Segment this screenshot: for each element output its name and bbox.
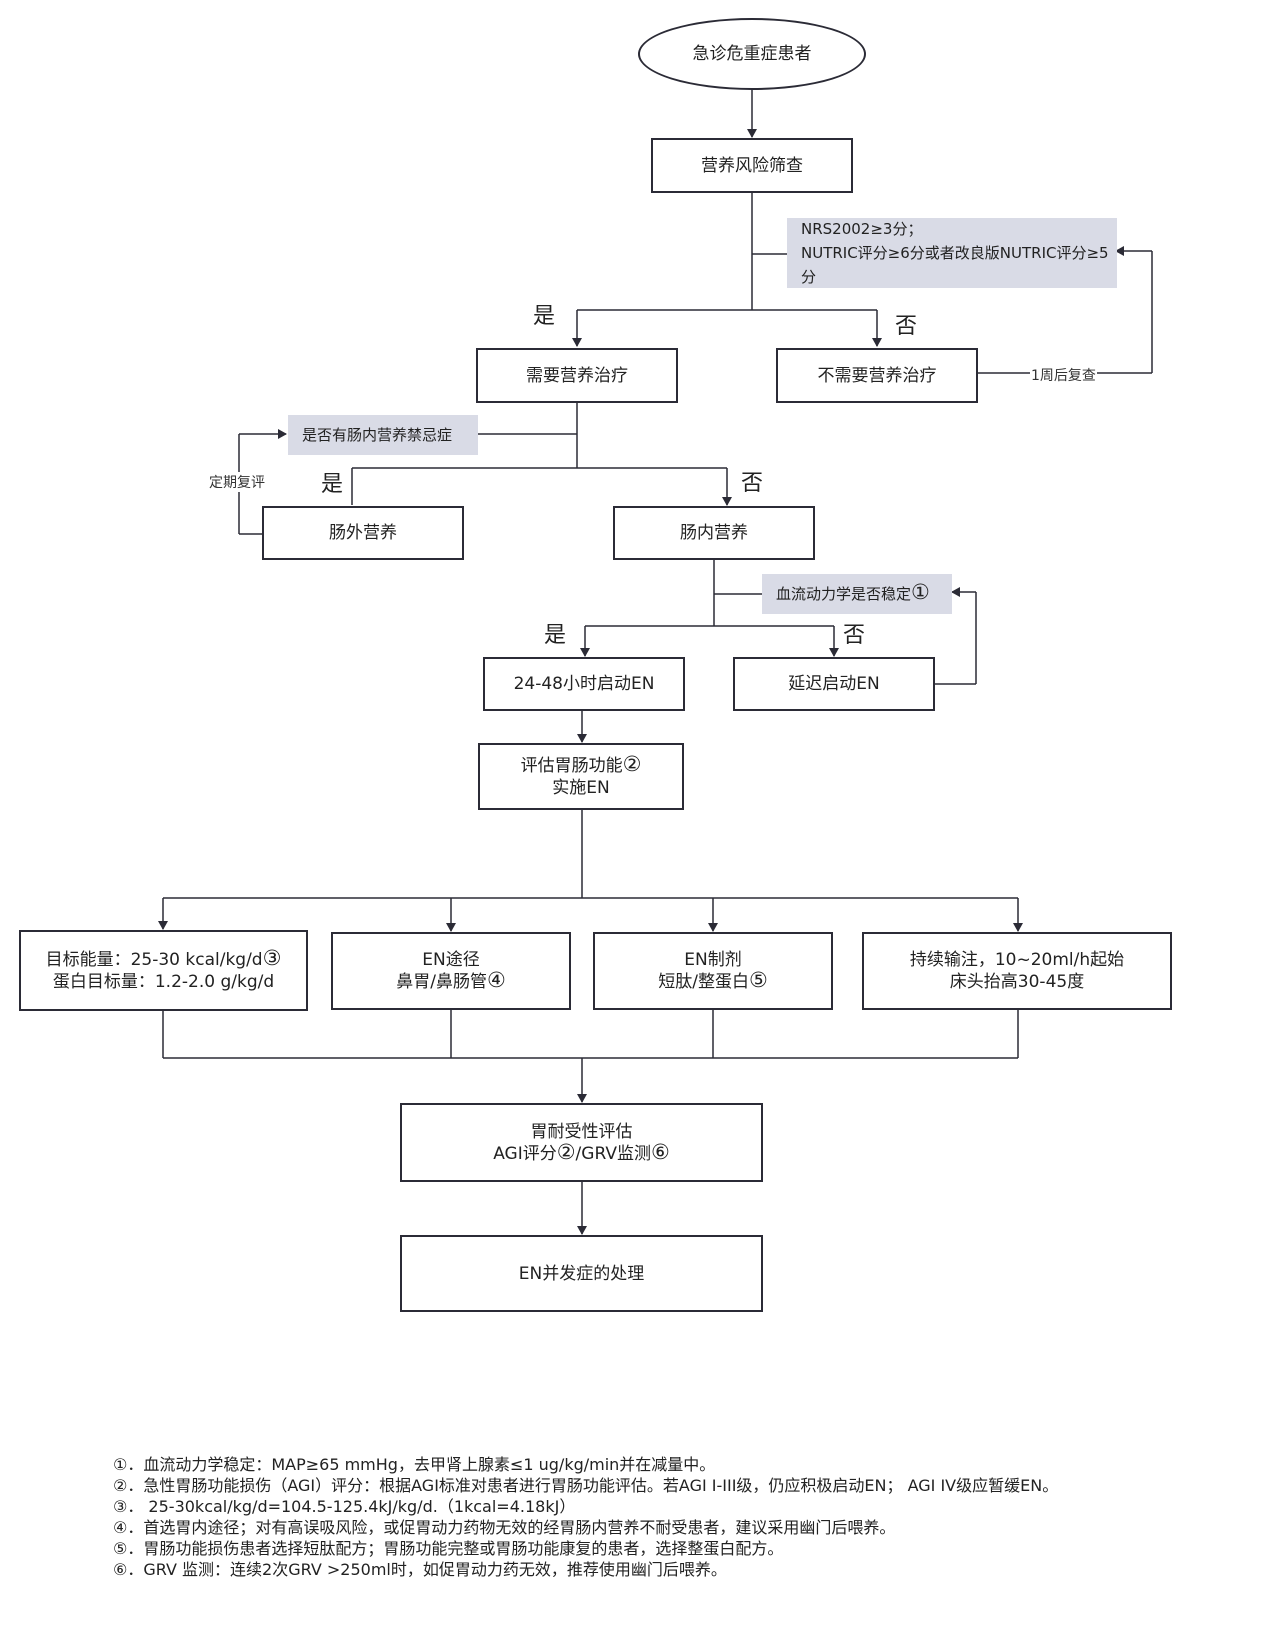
no-label-2: 否 [741, 471, 764, 496]
enteral-label: 肠内营养 [680, 523, 748, 543]
parenteral-node: 肠外营养 [262, 506, 464, 560]
en-route-text: 鼻胃/鼻肠管 [396, 972, 487, 992]
start-en-label: 24-48小时启动EN [513, 674, 655, 694]
tolerance-node: 胃耐受性评估 AGI评分②/GRV监测⑥ [400, 1103, 763, 1182]
note-ref-4-icon: ④ [486, 968, 506, 992]
yes-label-3: 是 [544, 623, 567, 648]
assess-gi-node: 评估胃肠功能② 实施EN [478, 743, 684, 810]
en-route-line1: EN途径 [422, 950, 480, 970]
en-formula-text: 短肽/整蛋白 [658, 972, 749, 992]
yes-label-2: 是 [321, 472, 344, 497]
need-nutrition-label: 需要营养治疗 [526, 365, 628, 386]
no-need-nutrition-node: 不需要营养治疗 [776, 348, 978, 403]
target-energy-node: 目标能量：25-30 kcal/kg/d③ 蛋白目标量：1.2-2.0 g/kg… [19, 930, 308, 1011]
start-en-node: 24-48小时启动EN [483, 657, 685, 711]
infusion-node: 持续输注，10~20ml/h起始 床头抬高30-45度 [862, 932, 1172, 1010]
reeval-label: 定期复评 [208, 472, 266, 492]
infusion-line1: 持续输注，10~20ml/h起始 [909, 950, 1125, 970]
en-formula-line1: EN制剂 [684, 950, 742, 970]
target-protein-line: 蛋白目标量：1.2-2.0 g/kg/d [52, 971, 275, 992]
tolerance-line2: AGI评分②/GRV监测⑥ [493, 1139, 670, 1165]
tolerance-line1: 胃耐受性评估 [530, 1121, 633, 1142]
hemodynamic-label: 血流动力学是否稳定① [776, 582, 952, 606]
note-ref-1-icon: ① [911, 580, 930, 604]
target-energy-text: 目标能量：25-30 kcal/kg/d [45, 949, 263, 970]
note-ref-5-icon: ⑤ [748, 968, 768, 992]
no-need-nutrition-label: 不需要营养治疗 [817, 365, 937, 386]
footnote-1: ①．血流动力学稳定：MAP≥65 mmHg，去甲肾上腺素≤1 ug/kg/min… [113, 1455, 716, 1474]
nrs-condition-line1: NRS2002≥3分； [801, 220, 923, 238]
footnotes: ①．血流动力学稳定：MAP≥65 mmHg，去甲肾上腺素≤1 ug/kg/min… [113, 1454, 1058, 1580]
hemodynamic-condition: 血流动力学是否稳定① [762, 574, 952, 614]
infusion-line2: 床头抬高30-45度 [949, 972, 1085, 992]
need-nutrition-node: 需要营养治疗 [476, 348, 678, 403]
parenteral-label: 肠外营养 [329, 523, 397, 543]
note-ref-3-icon: ③ [262, 945, 282, 970]
footnote-4: ④．首选胃内途径；对有高误吸风险，或促胃动力药物无效的经胃肠内营养不耐受患者，建… [113, 1518, 896, 1537]
footnote-2: ②．急性胃肠功能损伤（AGI）评分：根据AGI标准对患者进行胃肠功能评估。若AG… [113, 1476, 1059, 1495]
screening-node: 营养风险筛查 [651, 138, 853, 193]
delay-en-node: 延迟启动EN [733, 657, 935, 711]
recheck-label: 1周后复查 [1030, 365, 1097, 385]
nrs-condition: NRS2002≥3分； NUTRIC评分≥6分或者改良版NUTRIC评分≥5分 [787, 218, 1117, 288]
complication-node: EN并发症的处理 [400, 1235, 763, 1312]
screening-node-label: 营养风险筛查 [701, 155, 803, 176]
hemodynamic-text: 血流动力学是否稳定 [776, 585, 912, 603]
start-node-label: 急诊危重症患者 [692, 44, 812, 64]
delay-en-label: 延迟启动EN [788, 674, 880, 694]
en-route-line2: 鼻胃/鼻肠管④ [396, 968, 506, 993]
assess-gi-text: 评估胃肠功能 [520, 755, 623, 776]
assess-gi-line2: 实施EN [552, 777, 610, 798]
enteral-node: 肠内营养 [613, 506, 815, 560]
en-route-node: EN途径 鼻胃/鼻肠管④ [331, 932, 571, 1010]
no-label-1: 否 [895, 314, 918, 339]
tolerance-grv-text: /GRV监测 [575, 1143, 651, 1164]
note-ref-6-icon: ⑥ [650, 1139, 670, 1164]
contraindication-condition: 是否有肠内营养禁忌症 [288, 415, 478, 455]
footnote-6: ⑥．GRV 监测：连续2次GRV >250ml时，如促胃动力药无效，推荐使用幽门… [113, 1560, 727, 1579]
target-energy-line1: 目标能量：25-30 kcal/kg/d③ [45, 945, 282, 971]
no-label-3: 否 [843, 623, 866, 648]
tolerance-agi-text: AGI评分 [493, 1143, 557, 1164]
contraindication-label: 是否有肠内营养禁忌症 [302, 426, 453, 444]
note-ref-2-icon: ② [622, 751, 642, 776]
en-formula-node: EN制剂 短肽/整蛋白⑤ [593, 932, 833, 1010]
note-ref-2b-icon: ② [556, 1139, 576, 1164]
nrs-condition-line2: NUTRIC评分≥6分或者改良版NUTRIC评分≥5分 [801, 244, 1109, 286]
start-node: 急诊危重症患者 [638, 18, 866, 90]
footnote-3: ③． 25-30kcal/kg/d=104.5-125.4kJ/kg/d.（1k… [113, 1497, 576, 1516]
complication-label: EN并发症的处理 [518, 1263, 645, 1284]
assess-gi-line1: 评估胃肠功能② [520, 751, 642, 777]
yes-label-1: 是 [533, 304, 556, 329]
en-formula-line2: 短肽/整蛋白⑤ [658, 968, 768, 993]
footnote-5: ⑤．胃肠功能损伤患者选择短肽配方；胃肠功能完整或胃肠功能康复的患者，选择整蛋白配… [113, 1539, 784, 1558]
